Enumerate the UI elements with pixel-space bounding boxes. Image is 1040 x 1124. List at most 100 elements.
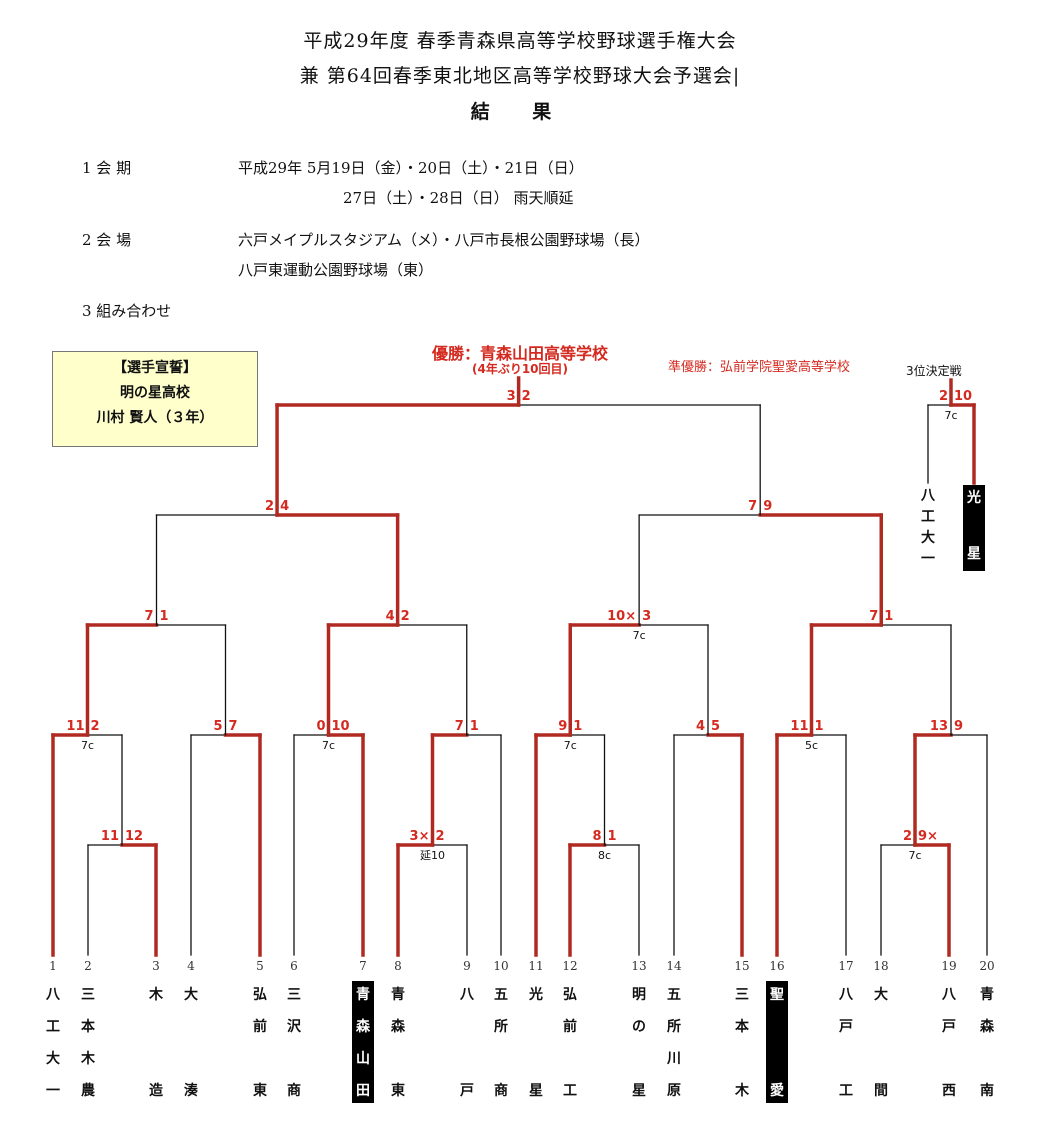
team-number: 2 xyxy=(84,959,92,973)
m8_9-score-left: 3× xyxy=(410,829,430,844)
team-name-char: 原 xyxy=(667,1083,681,1099)
period-label: 1 会 期 xyxy=(82,159,132,177)
team-number: 9 xyxy=(463,959,471,973)
team-name-char: 所 xyxy=(667,1018,681,1035)
team-name-char: 間 xyxy=(874,1083,888,1099)
team-name-char: 五 xyxy=(494,987,508,1003)
team-name-char: 川 xyxy=(666,1051,681,1067)
venue-label: 2 会 場 xyxy=(82,231,132,249)
team-name-char: 沢 xyxy=(287,1018,302,1035)
r2_7-note: 5c xyxy=(805,739,818,752)
team-name-char: 西 xyxy=(942,1083,956,1099)
runner-up-label: 準優勝：弘前学院聖愛高等学校 xyxy=(668,360,851,375)
third-team-right-char: 星 xyxy=(967,546,981,562)
m8_9-score-right: 2 xyxy=(436,829,445,844)
team-name-char: 森 xyxy=(391,1018,406,1035)
venue-line2: 八戸東運動公園野球場（東） xyxy=(238,261,434,279)
team-number: 17 xyxy=(838,959,853,973)
team-name-char: 青 xyxy=(356,986,370,1003)
qf4-score-left: 7 xyxy=(869,609,878,624)
qf3-note: 7c xyxy=(633,629,646,642)
team-name-char: 戸 xyxy=(942,1019,956,1035)
team-name-char: 戸 xyxy=(460,1083,474,1099)
qf3-score-left: 10× xyxy=(607,609,636,624)
team-number: 18 xyxy=(873,959,888,973)
r2_3-score-left: 0 xyxy=(316,719,325,734)
qf4-score-right: 1 xyxy=(884,609,893,624)
sf2-score-right: 9 xyxy=(763,499,772,514)
team-name-char: 工 xyxy=(839,1083,853,1099)
r2_2-score-left: 5 xyxy=(213,719,222,734)
team-name-char: 森 xyxy=(980,1018,995,1035)
team-name-char: 大 xyxy=(874,986,888,1003)
team-number: 15 xyxy=(734,959,749,973)
team-name-char: 戸 xyxy=(839,1019,853,1035)
team-name-char: 森 xyxy=(356,1018,371,1035)
oath-player: 川村 賢人（３年） xyxy=(96,410,214,426)
m18_19-score-left: 2 xyxy=(903,829,912,844)
team-name-char: 青 xyxy=(980,986,994,1003)
team-number: 12 xyxy=(562,959,577,973)
r2_3-note: 7c xyxy=(322,739,335,752)
r2_7-score-right: 1 xyxy=(815,719,824,734)
team-name-char: 三 xyxy=(287,987,301,1003)
team-number: 13 xyxy=(631,959,646,973)
team-name-char: 木 xyxy=(734,1082,750,1099)
m8_9-note: 延10 xyxy=(420,849,445,862)
r2_1-note: 7c xyxy=(81,739,94,752)
team-name-char: 東 xyxy=(253,1082,267,1099)
team-name-char: 愛 xyxy=(770,1082,784,1099)
champion-note: (4年ぶり10回目) xyxy=(471,362,569,376)
team-name-char: 所 xyxy=(494,1018,508,1035)
third-winner-highlight xyxy=(963,485,985,571)
r2_2-score-right: 7 xyxy=(229,719,238,734)
team-name-char: 一 xyxy=(46,1083,60,1099)
team-name-char: 商 xyxy=(494,1082,508,1099)
team-name-char: 聖 xyxy=(770,986,784,1003)
venue-line1: 六戸メイプルスタジアム（メ）・八戸市長根公園野球場（長） xyxy=(238,231,650,249)
team-name-char: 前 xyxy=(563,1018,577,1035)
team-name-char: 弘 xyxy=(253,987,267,1003)
sf1-score-right: 4 xyxy=(280,499,289,514)
team-number: 14 xyxy=(666,959,682,973)
third-score-left: 2 xyxy=(939,389,948,404)
m18_19-score-right: 9× xyxy=(918,829,938,844)
third-place-label: 3位決定戦 xyxy=(906,364,962,378)
final-score-left: 3 xyxy=(507,389,516,404)
tournament-title-line1: 平成29年度 春季青森県高等学校野球選手権大会 xyxy=(303,30,737,52)
qf2-score-right: 2 xyxy=(401,609,410,624)
team-name-char: 田 xyxy=(356,1083,370,1099)
team-name-char: 八 xyxy=(838,987,854,1003)
team-name-char: 商 xyxy=(287,1082,301,1099)
r2_8-score-right: 9 xyxy=(954,719,963,734)
third-team-left-char: 大 xyxy=(921,529,935,546)
oath-title: 【選手宣誓】 xyxy=(113,360,197,376)
team-name-char: 前 xyxy=(253,1018,267,1035)
team-name-char: 八 xyxy=(45,987,61,1003)
team-name-char: 本 xyxy=(81,1018,96,1035)
m12_13-score-left: 8 xyxy=(592,829,601,844)
team-name-char: 南 xyxy=(980,1082,994,1099)
period-line1: 平成29年 5月19日（金）・20日（土）・21日（日） xyxy=(238,159,584,177)
team-name-char: 農 xyxy=(81,1082,95,1099)
team-number: 20 xyxy=(979,959,994,973)
r2_3-score-right: 10 xyxy=(332,719,350,734)
team-number: 8 xyxy=(394,959,402,973)
team-name-char: 星 xyxy=(632,1083,646,1099)
final-score-right: 2 xyxy=(522,389,531,404)
m18_19-note: 7c xyxy=(908,849,921,862)
team-name-char: 光 xyxy=(528,986,543,1003)
r2_6-score-left: 4 xyxy=(696,719,705,734)
r2_1-score-right: 2 xyxy=(91,719,100,734)
team-name-char: 星 xyxy=(529,1083,543,1099)
r2_6-score-right: 5 xyxy=(711,719,720,734)
oath-school: 明の星高校 xyxy=(120,385,190,401)
team-name-char: 木 xyxy=(148,986,164,1003)
team-name-char: 明 xyxy=(632,987,646,1003)
team-name-char: 東 xyxy=(391,1082,405,1099)
team-name-char: 山 xyxy=(356,1051,370,1067)
champion-team-highlight xyxy=(766,981,788,1103)
r2_4-score-right: 1 xyxy=(470,719,479,734)
team-number: 19 xyxy=(941,959,956,973)
